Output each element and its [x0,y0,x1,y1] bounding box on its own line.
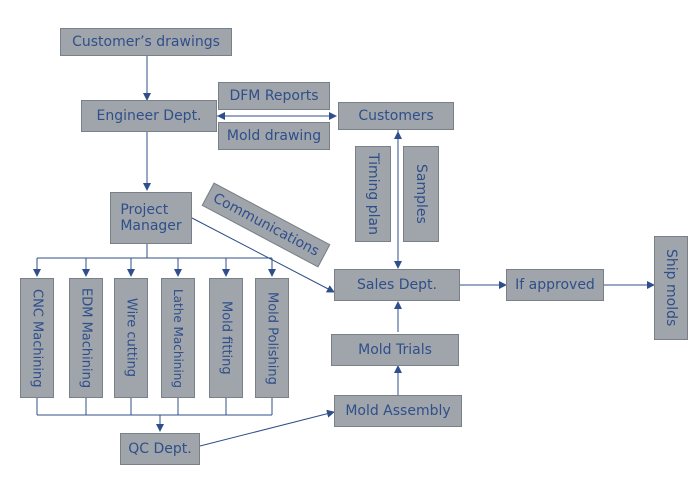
node-cnc-machining: CNC Machining [20,278,54,398]
node-samples: Samples [403,146,439,242]
node-label: Sales Dept. [357,277,437,293]
node-qc-dept: QC Dept. [120,433,200,465]
node-mold-assembly: Mold Assembly [334,395,462,427]
node-label: CNC Machining [29,288,45,388]
node-label: QC Dept. [128,441,192,457]
node-label: DFM Reports [229,88,319,104]
arrow-pm-to-sales [191,217,335,293]
node-wire-cutting: Wire cutting [114,278,148,398]
node-label: Customer’s drawings [72,34,220,50]
node-customers: Customers [338,102,454,130]
node-label: Mold Polishing [264,291,280,385]
node-edm-machining: EDM Machining [69,278,103,398]
node-lathe-machining: Lathe Machining [161,278,195,398]
node-label: Engineer Dept. [96,108,202,124]
node-mold-trials: Mold Trials [331,334,459,366]
node-label: Wire cutting [123,298,139,378]
node-label: Project Manager [120,202,182,234]
node-mold-drawing: Mold drawing [218,122,330,150]
node-label: Mold drawing [226,128,322,144]
node-engineer-dept: Engineer Dept. [81,100,217,132]
node-mold-fitting: Mold fitting [209,278,243,398]
node-label: EDM Machining [78,287,94,389]
node-label: Mold Trials [358,342,432,358]
node-timing-plan: Timing plan [355,146,391,242]
node-label: Timing plan [365,153,381,235]
node-label: Lathe Machining [171,288,185,388]
node-label: Ship molds [663,249,679,327]
node-ship-molds: Ship molds [654,236,688,340]
node-if-approved: If approved [506,269,604,301]
node-label: If approved [515,277,595,293]
node-sales-dept: Sales Dept. [334,269,460,301]
node-customer-drawings: Customer’s drawings [60,28,232,56]
node-project-manager: Project Manager [110,192,192,244]
node-label: Mold Assembly [345,403,451,419]
node-dfm-reports: DFM Reports [218,82,330,110]
node-mold-polishing: Mold Polishing [255,278,289,398]
node-label: Samples [413,164,429,224]
node-label: Mold fitting [218,301,234,375]
arrow-qc-to-assembly [199,409,335,447]
node-label: Customers [358,108,434,124]
